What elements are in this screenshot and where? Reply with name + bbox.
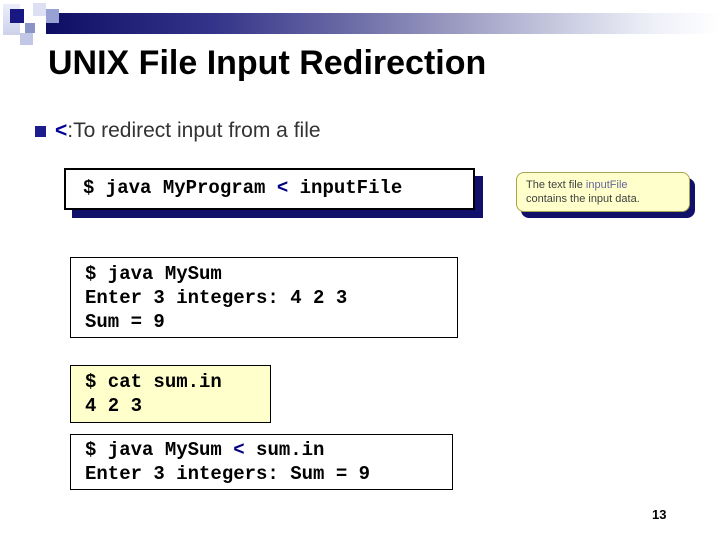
callout-note: The text file inputFile contains the inpu… [516, 172, 690, 212]
deco-square [10, 9, 24, 23]
terminal-box-redirected-run: $ java MySum < sum.in Enter 3 integers: … [70, 434, 453, 490]
bullet-text: :To redirect input from a file [67, 119, 321, 142]
code-line: Sum = 9 [85, 311, 165, 333]
code-line: Enter 3 integers: 4 2 3 [85, 287, 348, 309]
page-number: 13 [652, 507, 667, 522]
redirect-operator: < [276, 177, 289, 199]
code-text: sum.in [244, 439, 325, 461]
terminal-box-interactive-run: $ java MySum Enter 3 integers: 4 2 3 Sum… [70, 257, 458, 338]
code-line: Enter 3 integers: Sum = 9 [85, 463, 371, 485]
code-text: $ java MySum [85, 439, 234, 461]
code-text: $ java MyProgram [83, 177, 277, 199]
bullet-square-icon [35, 125, 46, 137]
code-line: 4 2 3 [85, 395, 143, 417]
code-text: inputFile [288, 177, 403, 199]
deco-square [33, 3, 46, 16]
redirect-operator: < [233, 439, 245, 461]
code-line: $ java MySum [85, 263, 222, 285]
redirect-operator: < [55, 119, 68, 142]
deco-square [20, 33, 33, 45]
deco-square [25, 23, 35, 33]
slide-title: UNIX File Input Redirection [48, 44, 487, 82]
terminal-box-redirect-command: $ java MyProgram < inputFile [64, 168, 475, 210]
callout-filename: inputFile [585, 179, 628, 191]
terminal-box-cat-file: $ cat sum.in 4 2 3 [70, 365, 271, 423]
deco-square [46, 9, 59, 23]
code-line: $ cat sum.in [85, 371, 222, 393]
callout-text: contains the input data. [526, 193, 640, 205]
bullet-line: <:To redirect input from a file [35, 119, 321, 143]
callout-text: The text file [526, 179, 586, 191]
header-gradient-bar [46, 13, 720, 34]
code-line: $ java MySum < sum.in [85, 438, 452, 462]
code-line: $ java MyProgram < inputFile [83, 170, 473, 207]
